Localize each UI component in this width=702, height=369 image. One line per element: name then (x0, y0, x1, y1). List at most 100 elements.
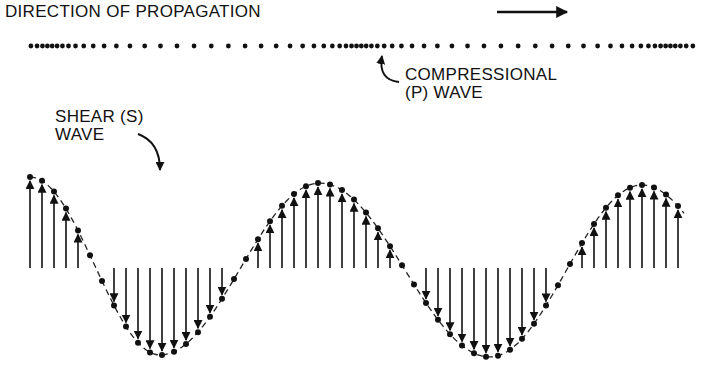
displacement-arrow (629, 192, 631, 268)
displacement-arrow (137, 268, 139, 339)
displacement-arrow (677, 210, 679, 268)
particle-dot (219, 296, 225, 302)
particle-dot (581, 44, 586, 49)
displacement-arrow (77, 234, 79, 268)
particle-dot (459, 343, 465, 349)
particle-dot (422, 44, 427, 49)
particle-dot (209, 44, 214, 49)
particle-dot (300, 44, 305, 49)
displacement-arrow (341, 194, 343, 268)
particle-dot (207, 314, 213, 320)
particle-dot (387, 243, 393, 249)
particle-dot (435, 317, 441, 323)
particle-dot (375, 44, 380, 49)
particle-dot (288, 44, 293, 49)
particle-dot (259, 44, 264, 49)
displacement-arrow (425, 268, 427, 299)
displacement-arrow (281, 210, 283, 268)
particle-dot (495, 353, 501, 359)
particle-dot (533, 44, 538, 49)
displacement-arrow (665, 199, 667, 268)
particle-dot (60, 44, 65, 49)
displacement-arrow (497, 268, 499, 352)
particle-dot (450, 44, 455, 49)
particle-dot (135, 340, 141, 346)
s-wave-particles (27, 174, 681, 360)
particle-dot (175, 44, 180, 49)
particle-dot (620, 44, 625, 49)
displacement-arrow (41, 185, 43, 268)
displacement-arrow (365, 217, 367, 268)
particle-dot (147, 349, 153, 355)
particle-dot (279, 203, 285, 209)
particle-dot (566, 44, 571, 49)
particle-dot (675, 203, 681, 209)
particle-dot (519, 336, 525, 342)
particle-dot (45, 44, 50, 49)
particle-dot (111, 302, 117, 308)
displacement-arrow (53, 196, 55, 268)
displacement-arrow (521, 268, 523, 335)
particle-dot (684, 44, 689, 49)
shear-wave-curve (30, 177, 684, 357)
displacement-arrow (473, 268, 475, 349)
displacement-arrow (209, 268, 211, 313)
particle-dot (171, 349, 177, 355)
particle-dot (499, 44, 504, 49)
particle-dot (337, 44, 342, 49)
particle-dot (364, 44, 369, 49)
particle-dot (51, 189, 57, 195)
particle-dot (555, 282, 561, 288)
particle-dot (73, 44, 78, 49)
particle-dot (423, 300, 429, 306)
particle-dot (638, 44, 643, 49)
particle-dot (255, 236, 261, 242)
particle-dot (226, 44, 231, 49)
p-wave-particles (28, 44, 695, 49)
particle-dot (50, 44, 55, 49)
particle-dot (330, 44, 335, 49)
displacement-arrow (593, 228, 595, 268)
particle-dot (75, 227, 81, 233)
particle-dot (543, 303, 549, 309)
particle-dot (183, 341, 189, 347)
particle-dot (690, 44, 695, 49)
particle-dot (673, 44, 678, 49)
particle-dot (243, 44, 248, 49)
wave-label: SHEAR (S) WAVE (55, 108, 151, 144)
particle-dot (595, 44, 600, 49)
particle-dot (28, 44, 33, 49)
particle-dot (291, 191, 297, 197)
displacement-arrow (545, 268, 547, 302)
propagation-arrow (497, 11, 567, 14)
particle-dot (531, 321, 537, 327)
particle-dot (123, 324, 129, 330)
particle-dot (35, 44, 40, 49)
particle-dot (327, 181, 333, 187)
particle-dot (615, 192, 621, 198)
particle-dot (91, 44, 96, 49)
particle-dot (102, 44, 107, 49)
particle-dot (27, 174, 33, 180)
displacement-arrow (377, 232, 379, 268)
particle-dot (579, 240, 585, 246)
particle-dot (627, 185, 633, 191)
particle-dot (435, 44, 440, 49)
particle-dot (399, 262, 405, 268)
particle-dot (158, 44, 163, 49)
particle-dot (142, 44, 147, 49)
particle-dot (471, 350, 477, 356)
particle-dot (668, 44, 673, 49)
displacement-arrow (125, 268, 127, 323)
displacement-arrow (317, 187, 319, 268)
particle-dot (349, 44, 354, 49)
particle-dot (243, 256, 249, 262)
particle-dot (274, 44, 279, 49)
particle-dot (663, 192, 669, 198)
displacement-arrow (581, 247, 583, 268)
particle-dot (359, 44, 364, 49)
particle-dot (375, 225, 381, 231)
particle-dot (363, 210, 369, 216)
particle-dot (344, 44, 349, 49)
displacement-arrow (449, 268, 451, 330)
